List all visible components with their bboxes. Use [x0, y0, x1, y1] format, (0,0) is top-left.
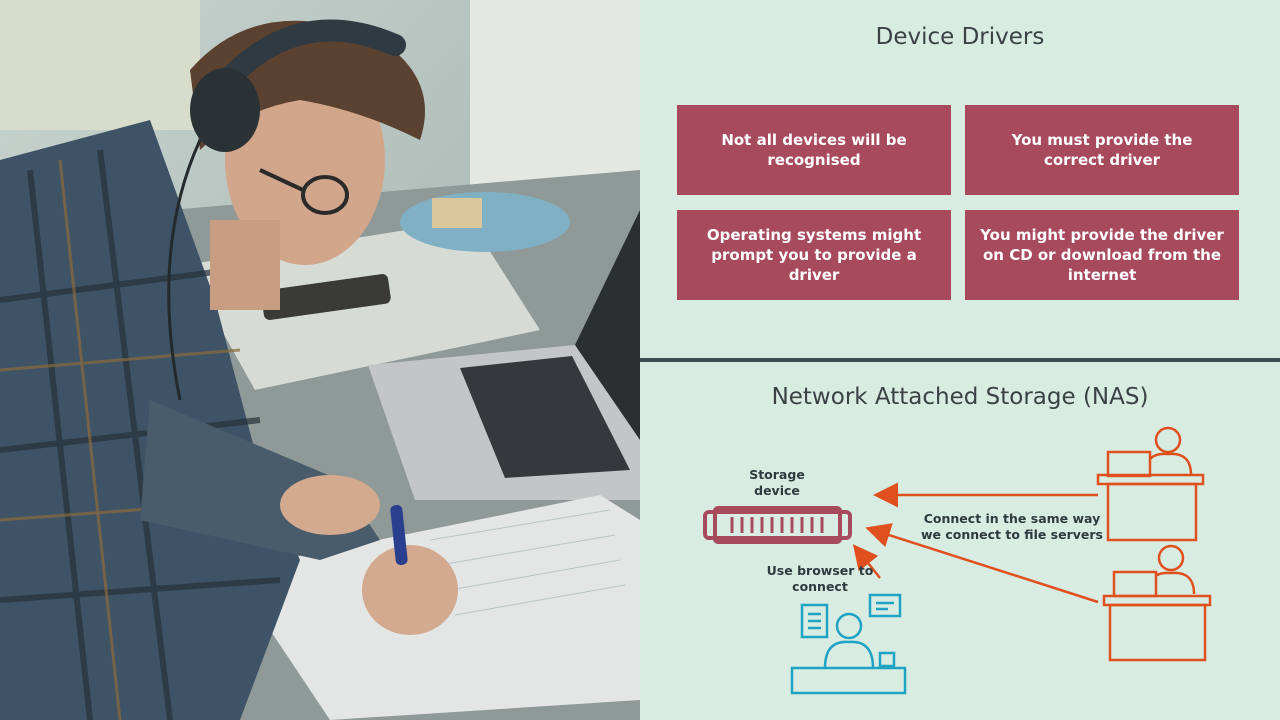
student-photo: [0, 0, 640, 720]
plate: [400, 192, 570, 252]
phone: [261, 274, 391, 320]
desk-user-icon: [1096, 426, 1205, 542]
storage-device-icon: [703, 506, 852, 544]
arrow-bottom-user: [865, 523, 1099, 604]
storage-device-label: Storage device: [749, 467, 805, 498]
info-card: Operating systems might prompt you to pr…: [677, 210, 951, 300]
nas-diagram: [703, 426, 1212, 695]
slide-nas: Network Attached Storage (NAS) Storage d…: [640, 362, 1280, 720]
slide-device-drivers: Device Drivers Not all devices will be r…: [640, 0, 1280, 358]
right-hand: [362, 545, 458, 635]
info-card: You might provide the driver on CD or do…: [965, 210, 1239, 300]
slide-title: Device Drivers: [875, 24, 1045, 50]
info-card: Not all devices will be recognised: [677, 105, 951, 195]
arrow-browser-user: [852, 544, 881, 579]
slide-title: Network Attached Storage (NAS): [771, 384, 1149, 410]
desk-user-icon: [1102, 544, 1212, 662]
file-server-connect-label: Connect in the same way we connect to fi…: [921, 511, 1103, 542]
info-card: You must provide the correct driver: [965, 105, 1239, 195]
pen: [390, 505, 408, 565]
browser-user-icon: [790, 593, 907, 695]
browser-connect-label: Use browser to connect: [766, 563, 874, 594]
left-hand: [280, 475, 380, 535]
